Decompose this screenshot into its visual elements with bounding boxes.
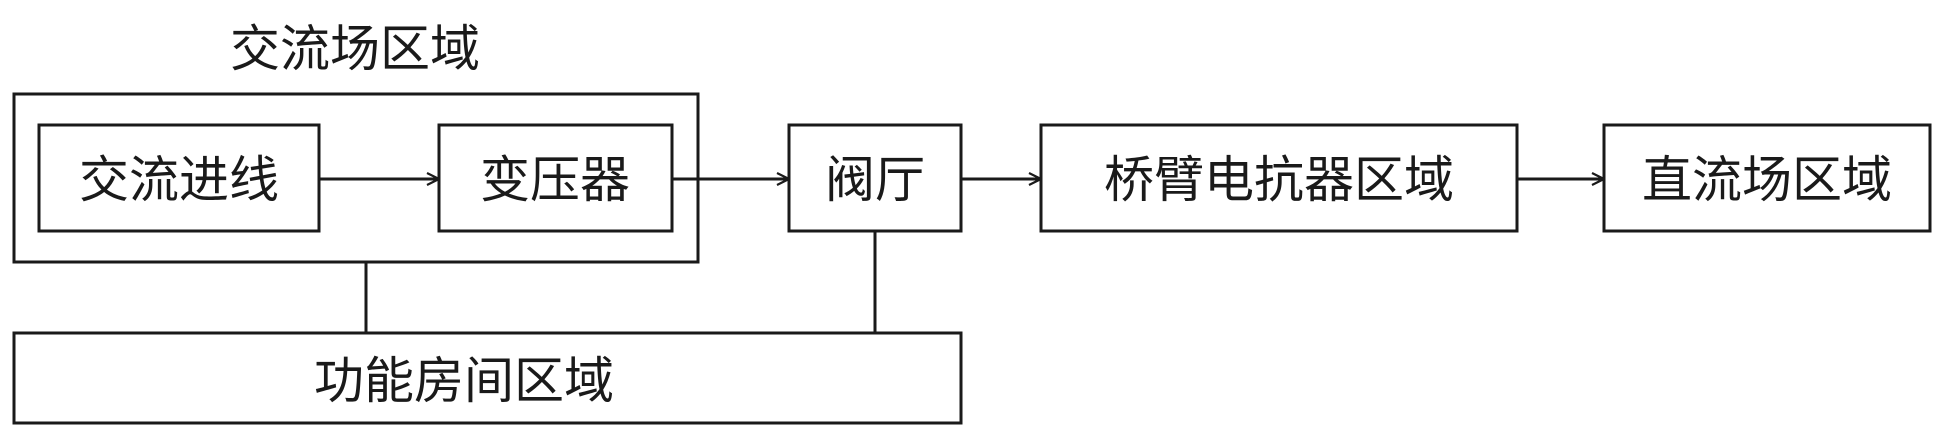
valve-hall-label: 阀厅 bbox=[825, 151, 925, 209]
functional-rooms-node: 功能房间区域 bbox=[12, 331, 963, 425]
dc-yard-node: 直流场区域 bbox=[1602, 123, 1932, 233]
bridge-arm-reactor-node: 桥臂电抗器区域 bbox=[1039, 123, 1519, 233]
ac-incoming-label: 交流进线 bbox=[79, 151, 279, 209]
transformer-box bbox=[437, 123, 674, 233]
ac-incoming-node: 交流进线 bbox=[37, 123, 321, 233]
functional-rooms-box bbox=[12, 331, 963, 425]
functional-rooms-label: 功能房间区域 bbox=[314, 352, 614, 410]
transformer-label: 变压器 bbox=[480, 151, 630, 209]
ac-yard-title: 交流场区域 bbox=[230, 20, 480, 78]
valve-hall-node: 阀厅 bbox=[787, 123, 963, 233]
bridge-arm-reactor-label: 桥臂电抗器区域 bbox=[1104, 151, 1454, 209]
dc-yard-label: 直流场区域 bbox=[1642, 151, 1892, 209]
ac-incoming-box bbox=[37, 123, 321, 233]
transformer-node: 变压器 bbox=[437, 123, 674, 233]
